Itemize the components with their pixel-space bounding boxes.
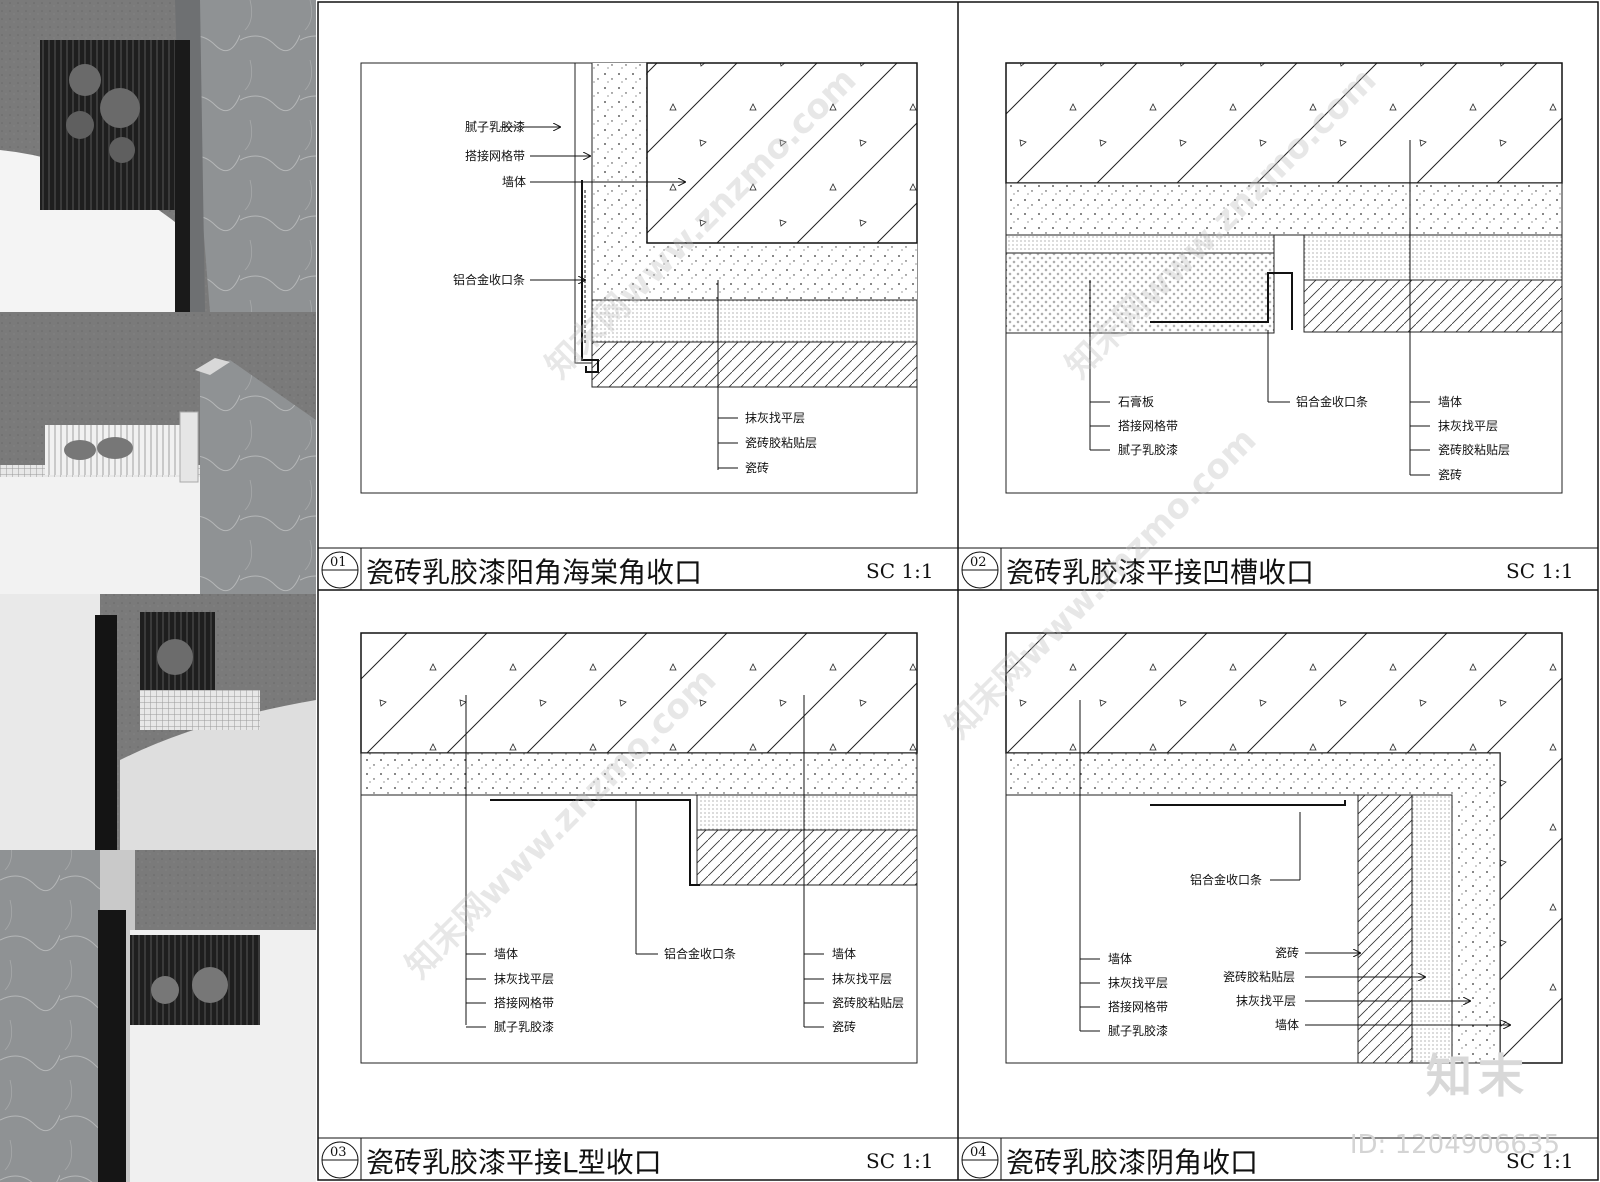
label-02-tile: 瓷砖 <box>1438 467 1462 482</box>
watermark-logo: 知末 <box>1426 1049 1530 1103</box>
photo-outer-corner-trim <box>0 0 316 312</box>
panel-01-title: 瓷砖乳胶漆阳角海棠角收口 <box>366 556 702 589</box>
photo-strip <box>0 0 316 1182</box>
panel-04: 墙体 抹灰找平层 搭接网格带 腻子乳胶漆 铝合金收口条 瓷砖 瓷砖胶粘贴层 抹灰… <box>958 632 1598 1180</box>
label-04-wall-b: 墙体 <box>1275 1018 1299 1032</box>
panel-02-number: 02 <box>970 555 987 570</box>
drawing-sheet: 腻子乳胶漆 搭接网格带 墙体 铝合金收口条 抹灰找平层 瓷砖胶粘贴层 瓷砖 01… <box>317 1 1599 1181</box>
label-03-mesh: 搭接网格带 <box>494 995 554 1010</box>
label-04-tile: 瓷砖 <box>1275 945 1299 960</box>
panel-02-scale: SC 1:1 <box>1506 559 1574 583</box>
photo-l-type-trim <box>0 594 316 850</box>
label-01-adhesive: 瓷砖胶粘贴层 <box>745 435 817 450</box>
label-04-adhesive: 瓷砖胶粘贴层 <box>1223 969 1295 984</box>
panel-04-scale: SC 1:1 <box>1506 1149 1574 1173</box>
label-04-putty: 腻子乳胶漆 <box>1108 1023 1168 1038</box>
label-04-trim: 铝合金收口条 <box>1190 872 1262 887</box>
label-03-trim: 铝合金收口条 <box>664 946 736 961</box>
label-04-plaster: 抹灰找平层 <box>1108 976 1168 990</box>
photo-recessed-groove-trim <box>0 312 316 594</box>
label-02-plaster: 抹灰找平层 <box>1438 419 1498 433</box>
panel-04-number: 04 <box>970 1145 987 1160</box>
label-01-tile: 瓷砖 <box>745 460 769 475</box>
panel-01-number: 01 <box>330 555 347 570</box>
label-03-putty: 腻子乳胶漆 <box>494 1019 554 1034</box>
panel-03-scale: SC 1:1 <box>866 1149 934 1173</box>
label-04-mesh: 搭接网格带 <box>1108 999 1168 1014</box>
label-02-wall: 墙体 <box>1438 395 1462 409</box>
label-03-wall-b: 墙体 <box>832 947 856 961</box>
label-02-mesh: 搭接网格带 <box>1118 418 1178 433</box>
label-02-putty: 腻子乳胶漆 <box>1118 442 1178 457</box>
label-03-wall: 墙体 <box>494 947 518 961</box>
label-03-plaster: 抹灰找平层 <box>494 972 554 986</box>
photo-inner-corner-trim <box>0 850 316 1182</box>
panel-02: 石膏板 搭接网格带 腻子乳胶漆 铝合金收口条 墙体 抹灰找平层 瓷砖胶粘贴层 瓷… <box>958 62 1598 590</box>
panel-01-scale: SC 1:1 <box>866 559 934 583</box>
watermark-id: ID: 1204906635 <box>1349 1130 1560 1160</box>
label-01-putty: 腻子乳胶漆 <box>465 119 525 134</box>
label-02-adhesive: 瓷砖胶粘贴层 <box>1438 442 1510 457</box>
panel-03-number: 03 <box>330 1145 347 1160</box>
label-03-tile: 瓷砖 <box>832 1019 856 1034</box>
label-01-mesh: 搭接网格带 <box>465 148 525 163</box>
label-02-gypsum: 石膏板 <box>1118 394 1154 409</box>
panel-02-title: 瓷砖乳胶漆平接凹槽收口 <box>1006 556 1314 589</box>
label-03-adhesive: 瓷砖胶粘贴层 <box>832 995 904 1010</box>
label-01-trim: 铝合金收口条 <box>453 272 525 287</box>
label-02-trim: 铝合金收口条 <box>1296 394 1368 409</box>
label-03-plaster-b: 抹灰找平层 <box>832 972 892 986</box>
label-01-wall: 墙体 <box>502 175 526 189</box>
panel-04-title: 瓷砖乳胶漆阴角收口 <box>1006 1146 1258 1179</box>
panel-01: 腻子乳胶漆 搭接网格带 墙体 铝合金收口条 抹灰找平层 瓷砖胶粘贴层 瓷砖 01… <box>318 62 958 590</box>
label-04-wall: 墙体 <box>1108 952 1132 966</box>
label-04-plaster-b: 抹灰找平层 <box>1236 994 1296 1008</box>
panel-03: 墙体 抹灰找平层 搭接网格带 腻子乳胶漆 铝合金收口条 墙体 抹灰找平层 瓷砖胶… <box>318 632 958 1180</box>
panel-03-title: 瓷砖乳胶漆平接L型收口 <box>366 1146 662 1179</box>
label-01-plaster: 抹灰找平层 <box>745 411 805 425</box>
